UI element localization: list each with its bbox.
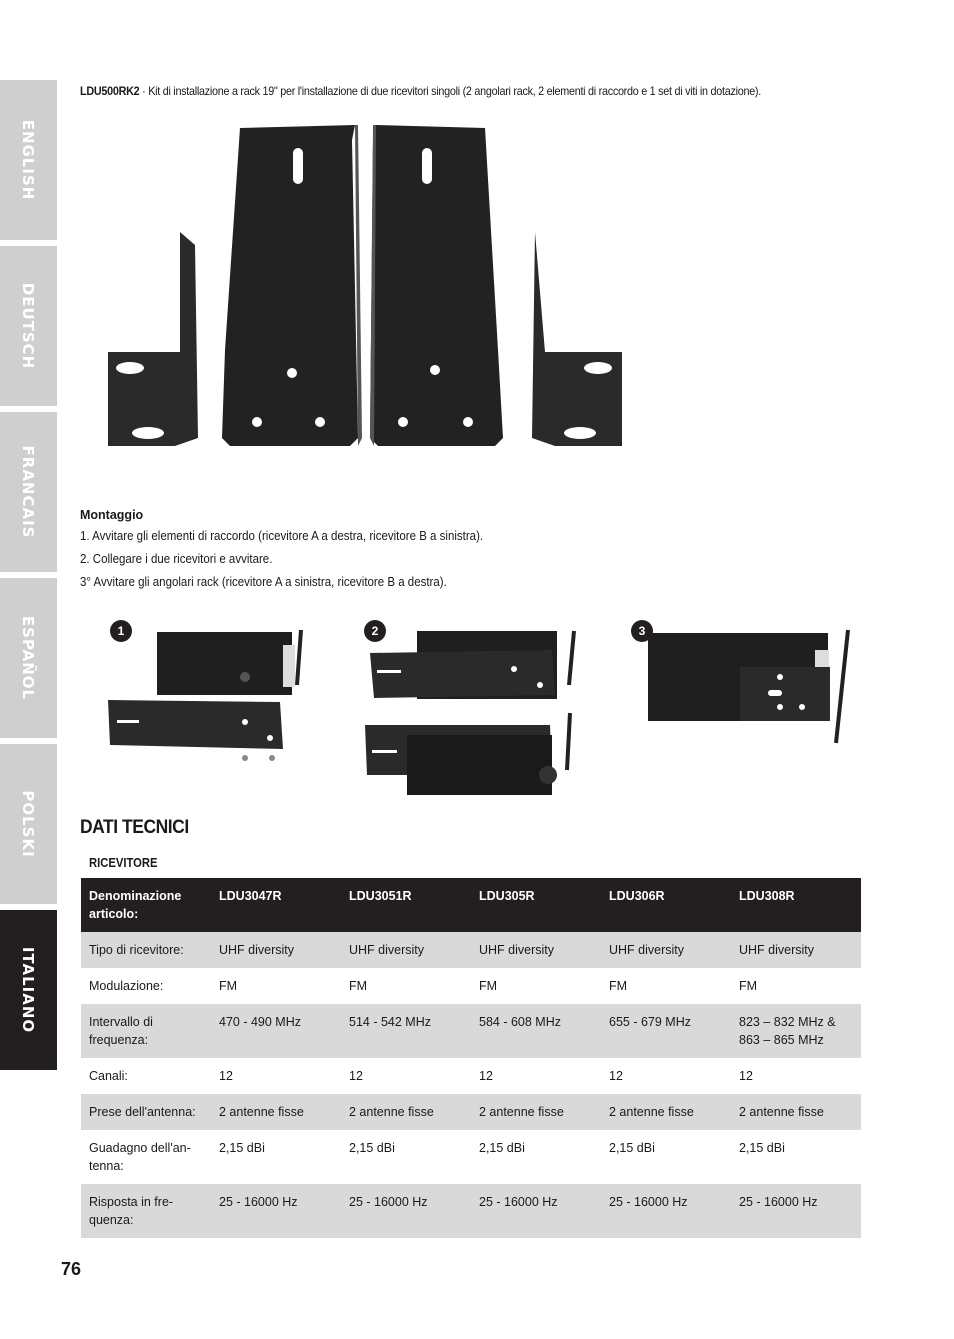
step-badge: 2 bbox=[364, 620, 386, 642]
intro-text: LDU500RK2 · Kit di installazione a rack … bbox=[80, 82, 800, 100]
header-cell: LDU308R bbox=[731, 878, 861, 932]
tab-francais[interactable]: FRANCAIS bbox=[0, 412, 57, 572]
page-number: 76 bbox=[61, 1259, 82, 1279]
table-cell: 2 antenne fisse bbox=[471, 1094, 601, 1130]
table-cell: 12 bbox=[731, 1058, 861, 1094]
header-cell: LDU3047R bbox=[211, 878, 341, 932]
table-cell: 25 - 16000 Hz bbox=[601, 1184, 731, 1238]
table-cell: FM bbox=[471, 968, 601, 1004]
slot-hole bbox=[116, 362, 144, 374]
table-cell: 12 bbox=[471, 1058, 601, 1094]
table-cell: 2 antenne fisse bbox=[731, 1094, 861, 1130]
tab-english[interactable]: ENGLISH bbox=[0, 80, 57, 240]
rack-angle-left bbox=[108, 232, 198, 446]
table-cell: 2 antenne fisse bbox=[211, 1094, 341, 1130]
table-cell: 25 - 16000 Hz bbox=[731, 1184, 861, 1238]
tab-polski[interactable]: POLSKI bbox=[0, 744, 57, 904]
row-label: Intervallo di frequenza: bbox=[81, 1004, 211, 1058]
slot-hole bbox=[132, 427, 164, 439]
assembly-title: Montaggio bbox=[80, 508, 144, 522]
table-cell: 2,15 dBi bbox=[471, 1130, 601, 1184]
tab-label: POLSKI bbox=[19, 790, 37, 858]
product-code: LDU500RK2 bbox=[80, 84, 140, 98]
table-cell: 2 antenne fisse bbox=[601, 1094, 731, 1130]
table-cell: UHF diversity bbox=[471, 932, 601, 968]
table-row: Modulazione: FM FM FM FM FM bbox=[81, 968, 861, 1004]
tab-label: ENGLISH bbox=[19, 119, 37, 201]
table-cell: UHF diversity bbox=[341, 932, 471, 968]
header-cell: Denominazione articolo: bbox=[81, 878, 211, 932]
assembly-step: 3° Avvitare gli angolari rack (ricevitor… bbox=[80, 575, 447, 589]
row-label: Prese dell'antenna: bbox=[81, 1094, 211, 1130]
rack-angle-right bbox=[532, 232, 622, 446]
table-row: Intervallo di frequenza: 470 - 490 MHz 5… bbox=[81, 1004, 861, 1058]
tab-label: DEUTSCH bbox=[19, 282, 37, 370]
table-cell: 12 bbox=[211, 1058, 341, 1094]
table-cell: UHF diversity bbox=[601, 932, 731, 968]
assembly-step: 1. Avvitare gli elementi di raccordo (ri… bbox=[80, 529, 484, 543]
table-row: Risposta in fre-quenza: 25 - 16000 Hz 25… bbox=[81, 1184, 861, 1238]
table-cell: 2,15 dBi bbox=[731, 1130, 861, 1184]
header-cell: LDU305R bbox=[471, 878, 601, 932]
step-1-image bbox=[108, 629, 303, 761]
table-cell: 12 bbox=[601, 1058, 731, 1094]
assembly-section: Montaggio 1. Avvitare gli elementi di ra… bbox=[80, 508, 518, 597]
table-cell: FM bbox=[601, 968, 731, 1004]
table-row: Prese dell'antenna: 2 antenne fisse 2 an… bbox=[81, 1094, 861, 1130]
tab-italiano[interactable]: ITALIANO bbox=[0, 910, 57, 1070]
section-title: DATI TECNICI bbox=[80, 817, 189, 838]
table-cell: FM bbox=[731, 968, 861, 1004]
assembly-step: 2. Collegare i due ricevitori e avvitare… bbox=[80, 552, 273, 566]
table-cell: 25 - 16000 Hz bbox=[471, 1184, 601, 1238]
row-label: Risposta in fre-quenza: bbox=[81, 1184, 211, 1238]
tab-deutsch[interactable]: DEUTSCH bbox=[0, 246, 57, 406]
table-cell: 2 antenne fisse bbox=[341, 1094, 471, 1130]
table-cell: 25 - 16000 Hz bbox=[341, 1184, 471, 1238]
table-cell: 2,15 dBi bbox=[211, 1130, 341, 1184]
table-cell: 12 bbox=[341, 1058, 471, 1094]
intro-description: · Kit di installazione a rack 19" per l'… bbox=[139, 84, 761, 98]
tab-espanol[interactable]: ESPAÑOL bbox=[0, 578, 57, 738]
row-label: Tipo di ricevitore: bbox=[81, 932, 211, 968]
connector-plate-right bbox=[370, 125, 503, 446]
table-cell: UHF diversity bbox=[731, 932, 861, 968]
row-label: Canali: bbox=[81, 1058, 211, 1094]
table-cell: 823 – 832 MHz & 863 – 865 MHz bbox=[731, 1004, 861, 1058]
language-tabs: ENGLISH DEUTSCH FRANCAIS ESPAÑOL POLSKI … bbox=[0, 80, 57, 1076]
table-cell: 470 - 490 MHz bbox=[211, 1004, 341, 1058]
table-cell: UHF diversity bbox=[211, 932, 341, 968]
step-2-image bbox=[365, 630, 576, 795]
step-3-image bbox=[648, 629, 850, 744]
table-row: Canali: 12 12 12 12 12 bbox=[81, 1058, 861, 1094]
tab-label: FRANCAIS bbox=[19, 445, 37, 539]
step-badge: 3 bbox=[631, 620, 653, 642]
connector-plate-left bbox=[222, 125, 358, 446]
specs-table: Denominazione articolo: LDU3047R LDU3051… bbox=[81, 878, 861, 1238]
table-cell: 25 - 16000 Hz bbox=[211, 1184, 341, 1238]
table-cell: 584 - 608 MHz bbox=[471, 1004, 601, 1058]
table-row: Tipo di ricevitore: UHF diversity UHF di… bbox=[81, 932, 861, 968]
subsection-title: RICEVITORE bbox=[89, 856, 158, 870]
table-cell: 655 - 679 MHz bbox=[601, 1004, 731, 1058]
row-label: Modulazione: bbox=[81, 968, 211, 1004]
step-badge: 1 bbox=[110, 620, 132, 642]
header-cell: LDU3051R bbox=[341, 878, 471, 932]
tab-label: ESPAÑOL bbox=[19, 615, 37, 701]
table-cell: FM bbox=[341, 968, 471, 1004]
tab-label: ITALIANO bbox=[19, 946, 37, 1034]
row-label: Guadagno dell'an-tenna: bbox=[81, 1130, 211, 1184]
table-header-row: Denominazione articolo: LDU3047R LDU3051… bbox=[81, 878, 861, 932]
table-row: Guadagno dell'an-tenna: 2,15 dBi 2,15 dB… bbox=[81, 1130, 861, 1184]
table-cell: FM bbox=[211, 968, 341, 1004]
table-cell: 2,15 dBi bbox=[601, 1130, 731, 1184]
rack-kit-image bbox=[108, 125, 622, 446]
table-cell: 514 - 542 MHz bbox=[341, 1004, 471, 1058]
table-cell: 2,15 dBi bbox=[341, 1130, 471, 1184]
header-cell: LDU306R bbox=[601, 878, 731, 932]
